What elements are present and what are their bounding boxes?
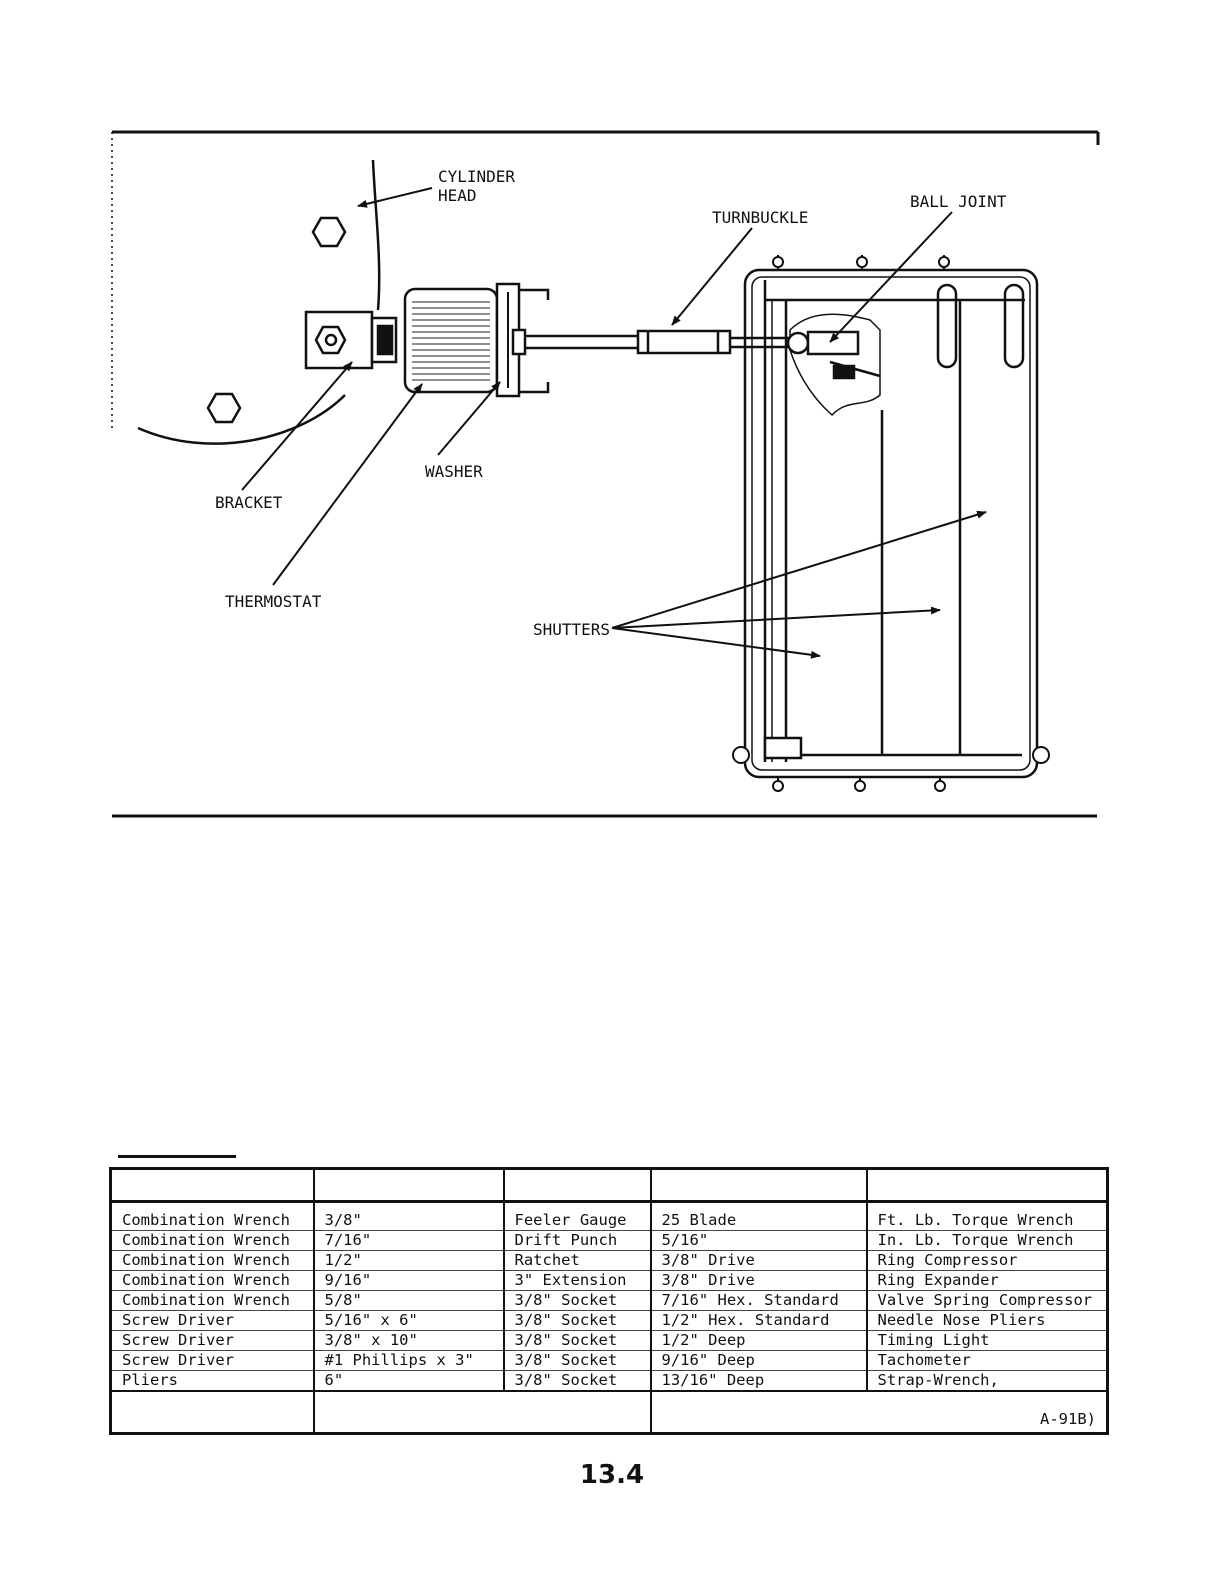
hex-nut-icon xyxy=(206,392,242,424)
header-cell xyxy=(865,1168,1108,1203)
label-ball-joint: BALL JOINT xyxy=(910,192,1007,211)
table-cell: Needle Nose Pliers xyxy=(865,1310,1108,1331)
table-header-row xyxy=(110,1168,1108,1203)
table-cell: Screw Driver xyxy=(110,1310,314,1331)
label-turnbuckle: TURNBUCKLE xyxy=(712,208,808,227)
table-cell: #1 Phillips x 3" xyxy=(312,1350,504,1371)
header-cell xyxy=(312,1168,504,1203)
table-cell: 1/2" xyxy=(312,1250,504,1271)
table-cell: 5/16" x 6" xyxy=(312,1310,504,1331)
table-cell: 3/8" Socket xyxy=(502,1290,651,1311)
figure-frame xyxy=(111,130,1100,818)
table-cell: 3/8" xyxy=(312,1201,504,1231)
leader-arrows xyxy=(241,187,987,659)
table-cell: Combination Wrench xyxy=(110,1250,314,1271)
table-row: Screw Driver 5/16" x 6" 3/8" Socket 1/2"… xyxy=(110,1310,1108,1331)
label-thermostat: THERMOSTAT xyxy=(225,592,322,611)
section-rule xyxy=(118,1155,236,1158)
table-cell: Drift Punch xyxy=(502,1230,651,1251)
table-cell: 1/2" Deep xyxy=(649,1330,867,1351)
table-cell: 3/8" Socket xyxy=(502,1330,651,1351)
table-cell: 3/8" Socket xyxy=(502,1350,651,1371)
hex-nut-icon xyxy=(311,216,347,248)
shutter-box-drawing xyxy=(732,255,1050,792)
table-cell: Ratchet xyxy=(502,1250,651,1271)
table-cell: 3/8" Socket xyxy=(502,1370,651,1392)
table-cell: 3/8" Socket xyxy=(502,1310,651,1331)
control-rod-drawing xyxy=(525,329,790,355)
table-cell: Combination Wrench xyxy=(110,1290,314,1311)
shutter-thermostat-diagram: CYLINDER HEAD TURNBUCKLE BALL JOINT WASH… xyxy=(111,130,1100,818)
table-cell: 1/2" Hex. Standard xyxy=(649,1310,867,1331)
footer-cell-middle xyxy=(312,1390,651,1434)
footer-cell-right: A-91B) xyxy=(649,1390,1108,1434)
table-cell: 9/16" Deep xyxy=(649,1350,867,1371)
table-cell: 7/16" Hex. Standard xyxy=(649,1290,867,1311)
table-cell: Combination Wrench xyxy=(110,1230,314,1251)
table-cell: Pliers xyxy=(110,1370,314,1392)
table-cell: Valve Spring Compressor xyxy=(865,1290,1108,1311)
table-cell: Combination Wrench xyxy=(110,1201,314,1231)
table-row: Combination Wrench 1/2" Ratchet 3/8" Dri… xyxy=(110,1250,1108,1271)
table-cell: Feeler Gauge xyxy=(502,1201,651,1231)
table-row: Combination Wrench 7/16" Drift Punch 5/1… xyxy=(110,1230,1108,1251)
table-cell: 25 Blade xyxy=(649,1201,867,1231)
table-cell: Ring Expander xyxy=(865,1270,1108,1291)
table-row: Combination Wrench 5/8" 3/8" Socket 7/16… xyxy=(110,1290,1108,1311)
table-row: Pliers 6" 3/8" Socket 13/16" Deep Strap-… xyxy=(110,1370,1108,1392)
page-number: 13.4 xyxy=(579,1460,645,1490)
table-cell: Combination Wrench xyxy=(110,1270,314,1291)
cylinder-head-drawing xyxy=(137,159,381,445)
table-footer-row: A-91B) xyxy=(110,1390,1108,1434)
label-bracket: BRACKET xyxy=(215,493,283,512)
table-cell: Timing Light xyxy=(865,1330,1108,1351)
table-cell: Ft. Lb. Torque Wrench xyxy=(865,1201,1108,1231)
table-cell: 6" xyxy=(312,1370,504,1392)
table-cell: 7/16" xyxy=(312,1230,504,1251)
thermostat-drawing xyxy=(403,282,550,398)
table-cell: 5/8" xyxy=(312,1290,504,1311)
table-row: Screw Driver #1 Phillips x 3" 3/8" Socke… xyxy=(110,1350,1108,1371)
table-cell: 3" Extension xyxy=(502,1270,651,1291)
table-cell: Strap-Wrench, xyxy=(865,1370,1108,1392)
bracket-drawing xyxy=(304,310,398,370)
table-cell: 3/8" Drive xyxy=(649,1250,867,1271)
table-cell: 3/8" Drive xyxy=(649,1270,867,1291)
table-row: Screw Driver 3/8" x 10" 3/8" Socket 1/2"… xyxy=(110,1330,1108,1351)
label-washer: WASHER xyxy=(425,462,483,481)
table-cell: 13/16" Deep xyxy=(649,1370,867,1392)
header-cell xyxy=(502,1168,651,1203)
label-shutters: SHUTTERS xyxy=(533,620,610,639)
table-cell: 3/8" x 10" xyxy=(312,1330,504,1351)
table-cell: 9/16" xyxy=(312,1270,504,1291)
header-cell xyxy=(649,1168,867,1203)
table-row: Combination Wrench 3/8" Feeler Gauge 25 … xyxy=(110,1201,1108,1231)
table-row: Combination Wrench 9/16" 3" Extension 3/… xyxy=(110,1270,1108,1291)
label-cylinder-head-line1: CYLINDER xyxy=(438,167,515,186)
label-cylinder-head-line2: HEAD xyxy=(438,186,477,205)
header-cell xyxy=(110,1168,314,1203)
table-cell: 5/16" xyxy=(649,1230,867,1251)
tools-table: Combination Wrench 3/8" Feeler Gauge 25 … xyxy=(109,1167,1109,1435)
table-cell: Tachometer xyxy=(865,1350,1108,1371)
table-cell: Screw Driver xyxy=(110,1330,314,1351)
table-cell: In. Lb. Torque Wrench xyxy=(865,1230,1108,1251)
table-cell: Screw Driver xyxy=(110,1350,314,1371)
footer-cell-left xyxy=(110,1390,314,1434)
table-cell: Ring Compressor xyxy=(865,1250,1108,1271)
